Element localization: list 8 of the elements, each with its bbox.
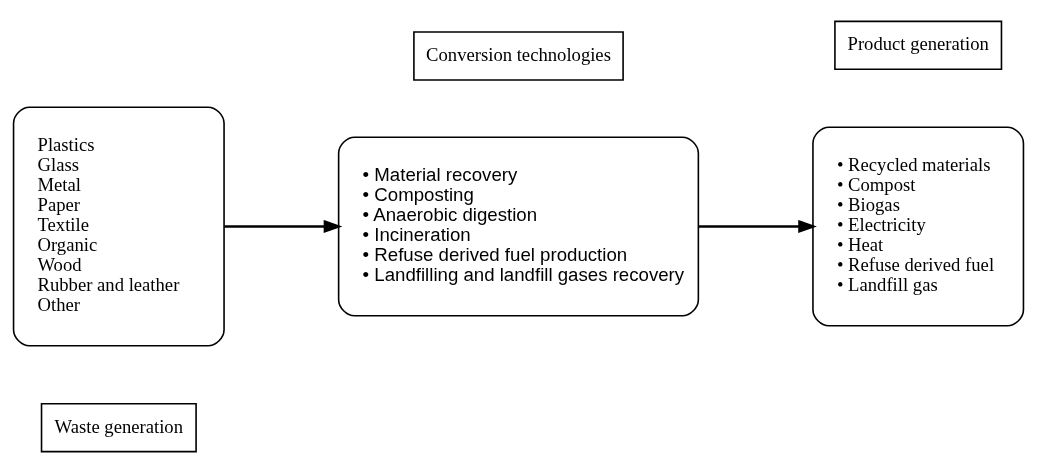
node-box: Product generation xyxy=(834,20,1003,71)
node-box: Waste generation xyxy=(40,402,197,453)
node-box: Conversion technologies xyxy=(413,31,624,81)
node-box: • Recycled materials • Compost • Biogas • Electricity • Heat • Refuse derived fuel • Landfill gas xyxy=(812,126,1025,327)
arrow xyxy=(698,219,817,234)
node-box: • Material recovery • Composting • Anaerobic digestion • Incineration • Refuse derived fuel production • Landfilling and landfill gases recovery xyxy=(337,136,700,317)
arrow xyxy=(224,219,343,234)
node-box: Plastics Glass Metal Paper Textile Organic Wood Rubber and leather Other xyxy=(12,106,225,347)
